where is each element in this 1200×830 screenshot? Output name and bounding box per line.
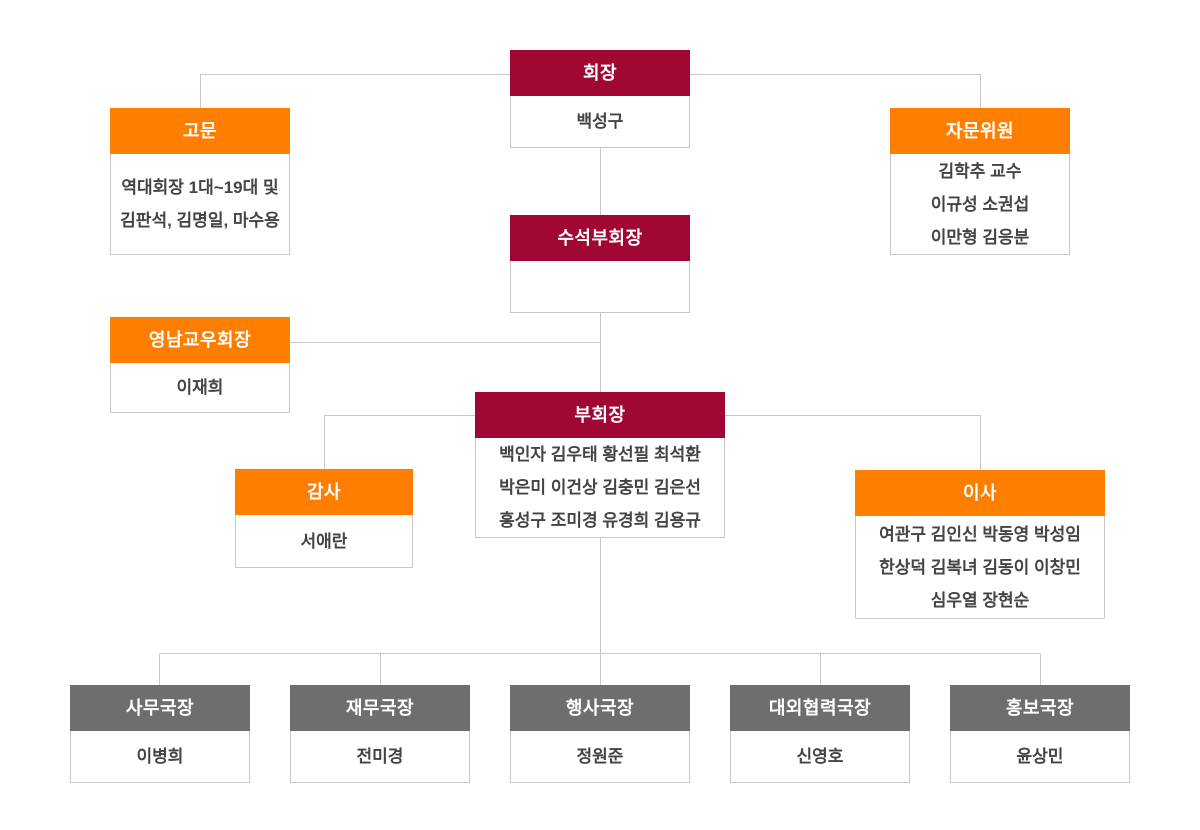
org-box-members: 신영호 <box>730 731 910 783</box>
member-name: 역대회장 1대~19대 및 <box>121 178 279 197</box>
org-box-title: 회장 <box>510 50 690 96</box>
member-name: 이규성 소권섭 <box>930 194 1030 214</box>
connector-hline <box>324 415 475 416</box>
member-name: 여관구 김인신 박동영 박성임 <box>879 524 1081 544</box>
connector-vline <box>1040 653 1041 685</box>
connector-vline <box>600 538 601 685</box>
member-name: 이만형 김응분 <box>930 227 1030 247</box>
org-box-members: 백인자 김우태 황선필 최석환 박은미 이건상 김충민 김은선 홍성구 조미경 … <box>475 438 725 538</box>
org-box-title: 자문위원 <box>890 108 1070 154</box>
connector-vline <box>324 415 325 469</box>
member-name: 이병희 <box>136 747 184 766</box>
org-box-chairman: 회장 백성구 <box>510 50 690 148</box>
org-box-advisory-committee: 자문위원 김학추 교수 이규성 소권섭 이만형 김응분 <box>890 108 1070 255</box>
org-box-members: 김학추 교수 이규성 소권섭 이만형 김응분 <box>890 154 1070 255</box>
org-box-members: 이병희 <box>70 731 250 783</box>
connector-hline <box>290 342 600 343</box>
org-box-members: 역대회장 1대~19대 및 김판석, 김명일, 마수용 <box>110 154 290 255</box>
org-box-members: 윤상민 <box>950 731 1130 783</box>
org-box-members: 여관구 김인신 박동영 박성임 한상덕 김복녀 김동이 이창민 심우열 장현순 <box>855 516 1105 619</box>
member-name: 김판석, 김명일, 마수용 <box>120 211 280 230</box>
org-box-title: 행사국장 <box>510 685 690 731</box>
connector-vline <box>159 653 160 685</box>
org-box-vice-chairman: 부회장 백인자 김우태 황선필 최석환 박은미 이건상 김충민 김은선 홍성구 … <box>475 392 725 538</box>
org-box-pr-director: 홍보국장 윤상민 <box>950 685 1130 783</box>
org-box-title: 사무국장 <box>70 685 250 731</box>
member-name: 백성구 <box>576 112 624 131</box>
connector-vline <box>200 74 201 108</box>
member-name: 박은미 이건상 김충민 김은선 <box>499 478 701 497</box>
member-name: 백인자 김우태 황선필 최석환 <box>499 445 701 464</box>
org-box-members: 백성구 <box>510 96 690 148</box>
connector-vline <box>980 74 981 108</box>
member-name: 신영호 <box>796 747 844 766</box>
org-box-members: 서애란 <box>235 515 413 568</box>
member-name: 윤상민 <box>1016 747 1064 766</box>
member-name: 홍성구 조미경 유경희 김용규 <box>499 511 701 530</box>
org-box-finance-director: 재무국장 전미경 <box>290 685 470 783</box>
connector-vline <box>600 148 601 215</box>
org-box-yeongnam-chapter: 영남교우회장 이재희 <box>110 317 290 413</box>
member-name: 이재희 <box>176 378 224 397</box>
connector-vline <box>600 313 601 392</box>
org-box-secretary-general: 사무국장 이병희 <box>70 685 250 783</box>
org-box-senior-vice-chairman: 수석부회장 <box>510 215 690 313</box>
connector-vline <box>380 653 381 685</box>
org-box-external-relations-director: 대외협력국장 신영호 <box>730 685 910 783</box>
connector-vline <box>980 415 981 470</box>
org-box-members: 전미경 <box>290 731 470 783</box>
org-box-title: 수석부회장 <box>510 215 690 261</box>
member-name: 서애란 <box>300 531 348 551</box>
org-box-advisor: 고문 역대회장 1대~19대 및 김판석, 김명일, 마수용 <box>110 108 290 255</box>
org-box-title: 영남교우회장 <box>110 317 290 363</box>
org-box-members: 정원준 <box>510 731 690 783</box>
org-box-title: 재무국장 <box>290 685 470 731</box>
member-name: 한상덕 김복녀 김동이 이창민 <box>879 557 1081 577</box>
org-box-title: 대외협력국장 <box>730 685 910 731</box>
org-box-title: 감사 <box>235 469 413 515</box>
member-name: 전미경 <box>356 747 404 766</box>
connector-hline <box>159 653 1040 654</box>
org-box-events-director: 행사국장 정원준 <box>510 685 690 783</box>
connector-vline <box>820 653 821 685</box>
org-box-auditor: 감사 서애란 <box>235 469 413 568</box>
org-box-title: 부회장 <box>475 392 725 438</box>
org-box-members: 이재희 <box>110 363 290 413</box>
member-name: 김학추 교수 <box>938 161 1022 181</box>
org-box-title: 홍보국장 <box>950 685 1130 731</box>
member-name: 정원준 <box>576 747 624 766</box>
org-box-directors: 이사 여관구 김인신 박동영 박성임 한상덕 김복녀 김동이 이창민 심우열 장… <box>855 470 1105 619</box>
org-box-title: 고문 <box>110 108 290 154</box>
org-box-members <box>510 261 690 313</box>
org-box-title: 이사 <box>855 470 1105 516</box>
connector-hline <box>725 415 980 416</box>
member-name: 심우열 장현순 <box>930 590 1030 610</box>
